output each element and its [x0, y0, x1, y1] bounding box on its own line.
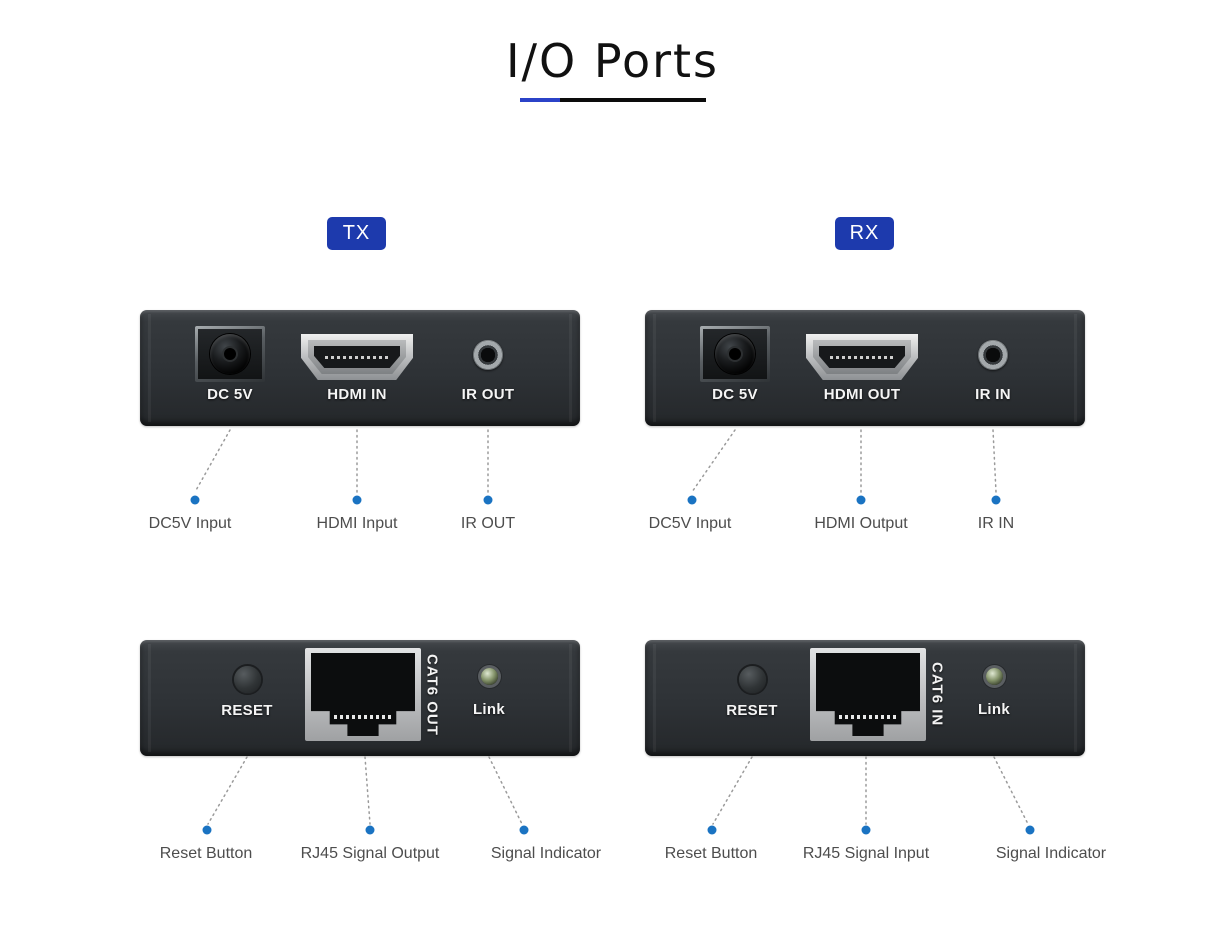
hdmi-port	[301, 334, 413, 380]
dc-jack-hole	[715, 334, 755, 374]
rj45-pins	[334, 715, 392, 719]
dc-jack-hole	[210, 334, 250, 374]
callout-dot	[519, 825, 529, 835]
reset-button	[234, 666, 261, 693]
callout-rx-hdmi-output: HDMI Output	[814, 515, 908, 532]
callout-dot	[856, 495, 866, 505]
callout-dot	[861, 825, 871, 835]
dc-jack	[195, 326, 265, 382]
leader-line	[207, 756, 248, 825]
hdmi-port-pins	[830, 355, 894, 359]
callout-dot	[1025, 825, 1035, 835]
reset-button-label: RESET	[221, 702, 273, 719]
callout-dot	[687, 495, 697, 505]
callout-tx-ir-out: IR OUT	[460, 515, 516, 532]
rx-front-panel: DC 5V HDMI OUT IR IN	[645, 310, 1085, 426]
ir-jack	[473, 340, 503, 370]
tx-badge: TX	[327, 217, 386, 250]
hdmi-port-label: HDMI OUT	[823, 386, 901, 403]
dc-jack-face	[703, 329, 767, 379]
link-led	[986, 668, 1003, 685]
hdmi-port-inner	[813, 340, 911, 374]
rj45-socket	[311, 653, 415, 736]
rx-rear-panel: RESET CAT6 IN Link	[645, 640, 1085, 756]
callout-rx-ir-in: IR IN	[977, 515, 1015, 532]
callout-dot	[483, 495, 493, 505]
rj45-pins	[839, 715, 897, 719]
title-underline	[519, 98, 706, 102]
reset-button	[739, 666, 766, 693]
callout-rx-dc5v-input: DC5V Input	[648, 515, 732, 532]
title-underline-dark	[559, 98, 706, 102]
title-underline-accent	[519, 98, 560, 102]
dc-jack-label: DC 5V	[207, 386, 253, 403]
reset-button-label: RESET	[726, 702, 778, 719]
hdmi-port-pins	[325, 355, 389, 359]
callout-tx-rj45-output: RJ45 Signal Output	[300, 845, 440, 862]
leader-line	[712, 756, 753, 825]
ir-jack	[978, 340, 1008, 370]
rx-badge: RX	[835, 217, 894, 250]
link-led-label: Link	[472, 701, 506, 718]
callout-rx-signal-indicator: Signal Indicator	[995, 845, 1107, 862]
rj45-port	[810, 648, 926, 741]
dc-jack-face	[198, 329, 262, 379]
callout-tx-dc5v-input: DC5V Input	[148, 515, 232, 532]
link-led	[481, 668, 498, 685]
dc-jack	[700, 326, 770, 382]
leader-line	[194, 429, 231, 493]
leader-line	[993, 756, 1029, 825]
hdmi-port-label: HDMI IN	[327, 386, 387, 403]
rj45-socket	[816, 653, 920, 736]
link-led-label: Link	[977, 701, 1011, 718]
callout-rx-reset-button: Reset Button	[664, 845, 758, 862]
hdmi-port	[806, 334, 918, 380]
callout-dot	[707, 825, 717, 835]
dc-jack-label: DC 5V	[712, 386, 758, 403]
callout-tx-reset-button: Reset Button	[159, 845, 253, 862]
cat6-port-label: CAT6 IN	[928, 662, 946, 727]
hdmi-port-slot	[314, 346, 400, 368]
hdmi-port-slot	[819, 346, 905, 368]
ir-jack-label: IR IN	[975, 386, 1011, 403]
leader-line	[364, 756, 371, 825]
hdmi-port-inner	[308, 340, 406, 374]
callout-dot	[352, 495, 362, 505]
tx-front-panel: DC 5V HDMI IN IR OUT	[140, 310, 580, 426]
tx-rear-panel: RESET CAT6 OUT Link	[140, 640, 580, 756]
leader-line	[992, 429, 997, 493]
cat6-port-label: CAT6 OUT	[423, 653, 441, 736]
leader-line	[488, 756, 523, 825]
page-title: I/O Ports	[505, 34, 720, 88]
leader-line	[691, 429, 736, 493]
ir-jack-label: IR OUT	[461, 386, 515, 403]
rj45-port	[305, 648, 421, 741]
callout-dot	[202, 825, 212, 835]
callout-rx-rj45-input: RJ45 Signal Input	[802, 845, 930, 862]
callout-dot	[365, 825, 375, 835]
callout-tx-hdmi-input: HDMI Input	[316, 515, 398, 532]
callout-dot	[190, 495, 200, 505]
callout-tx-signal-indicator: Signal Indicator	[490, 845, 602, 862]
callout-dot	[991, 495, 1001, 505]
